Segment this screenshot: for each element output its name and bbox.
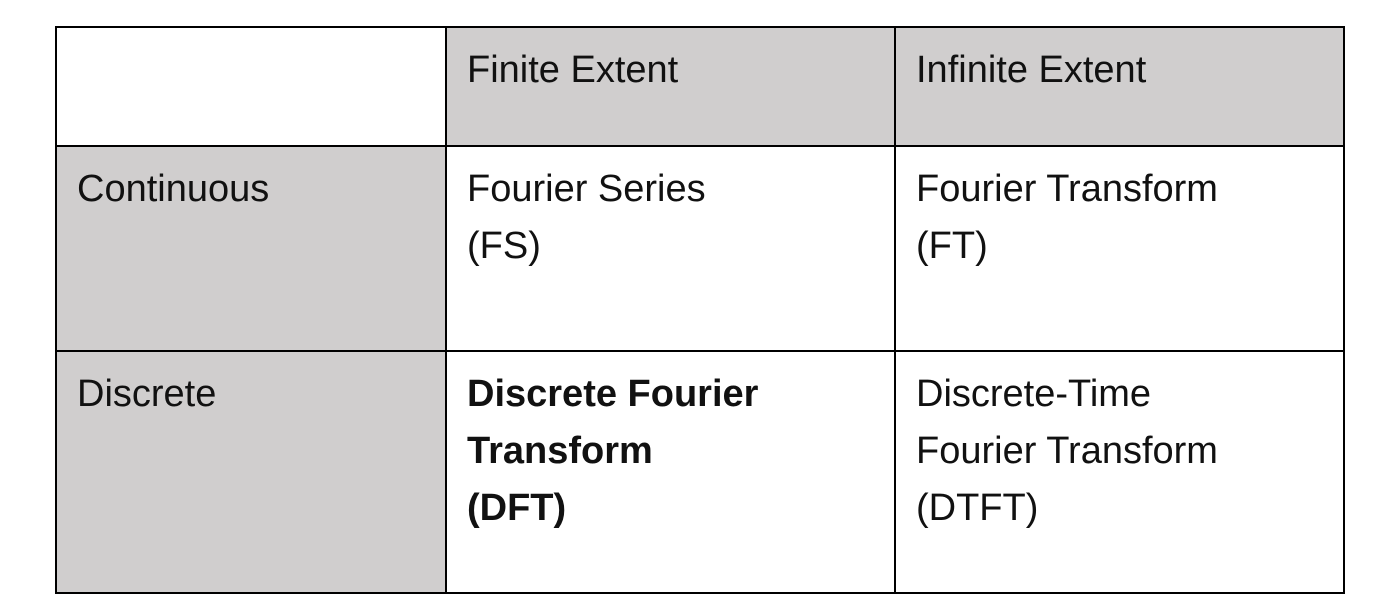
table-row: Discrete Discrete Fourier Transform (DFT…	[55, 350, 1345, 594]
cell-discrete-fourier-transform: Discrete Fourier Transform (DFT)	[445, 350, 896, 594]
row-label-continuous: Continuous	[55, 145, 447, 352]
table-row: Continuous Fourier Series (FS) Fourier T…	[55, 145, 1345, 352]
cell-line: (DTFT)	[916, 487, 1039, 529]
cell-line: (FT)	[916, 225, 988, 267]
cell-fourier-transform: Fourier Transform (FT)	[894, 145, 1345, 352]
cell-line: Fourier Transform	[916, 168, 1218, 210]
cell-line: Discrete Fourier	[467, 373, 759, 415]
cell-fourier-series: Fourier Series (FS)	[445, 145, 896, 352]
corner-cell	[55, 26, 447, 147]
header-finite-extent: Finite Extent	[445, 26, 896, 147]
cell-line: Discrete-Time	[916, 373, 1152, 415]
cell-line: (FS)	[467, 225, 541, 267]
cell-line: Fourier Transform	[916, 430, 1218, 472]
cell-line: Transform	[467, 430, 653, 472]
cell-line: Fourier Series	[467, 168, 706, 210]
cell-discrete-time-fourier-transform: Discrete-Time Fourier Transform (DTFT)	[894, 350, 1345, 594]
row-label-discrete: Discrete	[55, 350, 447, 594]
header-infinite-extent: Infinite Extent	[894, 26, 1345, 147]
cell-line: (DFT)	[467, 487, 567, 529]
fourier-transform-table: Finite Extent Infinite Extent Continuous…	[55, 26, 1345, 594]
header-row: Finite Extent Infinite Extent	[55, 26, 1345, 147]
